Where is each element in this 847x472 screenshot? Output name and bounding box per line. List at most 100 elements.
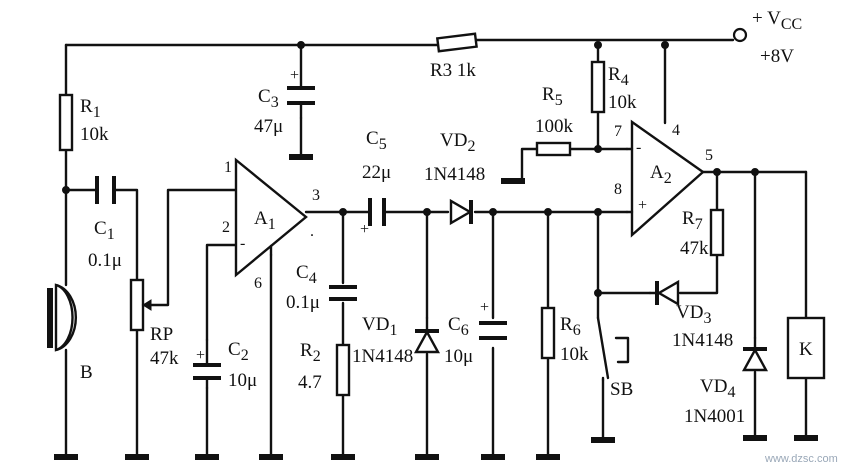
- vd3-ref: VD3: [676, 302, 711, 327]
- c6-ref: C6: [448, 314, 469, 339]
- vd3-value: 1N4148: [672, 330, 733, 351]
- junction-dot: [594, 41, 602, 49]
- plus-mark: +: [290, 67, 299, 84]
- resistor-r1: [58, 93, 74, 152]
- c2-value: 10μ: [228, 370, 257, 391]
- vcc-label: + VCC: [752, 8, 802, 33]
- junction-dot: [594, 145, 602, 153]
- c5-value: 22μ: [362, 162, 391, 183]
- plus-mark: +: [480, 299, 489, 316]
- a1-ref: A1: [254, 208, 276, 233]
- c4-ref: C4: [296, 262, 317, 287]
- rp-ref: RP: [150, 324, 173, 345]
- junction-dot: [594, 289, 602, 297]
- junction-dot: [594, 208, 602, 216]
- sb-ref: SB: [610, 379, 633, 400]
- resistor-r6: [540, 306, 556, 360]
- junction-dot: [751, 168, 759, 176]
- diode-vd3: [656, 279, 680, 307]
- ground-symbols: [54, 154, 818, 460]
- relay-ref: K: [799, 339, 813, 360]
- junction-dot: [661, 41, 669, 49]
- microphone-b: [47, 283, 78, 352]
- a1-pin6: 6: [254, 275, 262, 292]
- c3-value: 47μ: [254, 116, 283, 137]
- diode-vd2: [449, 198, 473, 226]
- r6-ref: R6: [560, 314, 581, 339]
- potentiometer-rp: [129, 278, 145, 332]
- a2-pin5: 5: [705, 147, 713, 164]
- a2-minus: -: [636, 139, 641, 156]
- a1-pin2: 2: [222, 219, 230, 236]
- resistor-r5: [535, 141, 572, 157]
- a2-pin8: 8: [614, 181, 622, 198]
- r4-ref: R4: [608, 64, 629, 89]
- r5-value: 100k: [535, 116, 574, 137]
- watermark: www.dzsc.com: [764, 453, 838, 465]
- r2-ref: R2: [300, 340, 321, 365]
- c1-ref: C1: [94, 218, 115, 243]
- r2-value: 4.7: [298, 372, 322, 393]
- junction-dot: [489, 208, 497, 216]
- junction-dot: [297, 41, 305, 49]
- a2-pin4: 4: [672, 122, 680, 139]
- c6-value: 10μ: [444, 346, 473, 367]
- diode-vd4: [741, 347, 769, 372]
- r4-value: 10k: [608, 92, 637, 113]
- a2-ref: A2: [650, 162, 672, 187]
- c3-ref: C3: [258, 86, 279, 111]
- r3-label: R3 1k: [430, 60, 476, 81]
- junction-dot: [544, 208, 552, 216]
- capacitors: [95, 86, 507, 390]
- diodes: [413, 198, 769, 372]
- junction-dot: [339, 208, 347, 216]
- r1-ref: R1: [80, 96, 101, 121]
- resistor-r2: [335, 343, 351, 397]
- r7-value: 47k: [680, 238, 709, 259]
- relay-coil: [786, 316, 826, 380]
- switch-sb: [596, 316, 630, 382]
- labels: R1 10k C1 0.1μ B RP 47k C2 10μ C3 47μ A1…: [80, 60, 813, 427]
- opamp-a2: [625, 119, 705, 238]
- opamp-a1: [234, 157, 308, 278]
- resistor-r7: [709, 208, 725, 257]
- r6-value: 10k: [560, 344, 589, 365]
- c1-value: 0.1μ: [88, 250, 122, 271]
- vcc-terminal: + VCC +8V: [732, 8, 802, 67]
- a1-minus: -: [240, 235, 245, 252]
- diode-vd1: [413, 329, 441, 354]
- polarity-marks: + + + + .: [196, 67, 489, 364]
- r7-ref: R7: [682, 208, 703, 233]
- a2-plus: +: [638, 197, 647, 214]
- resistor-r3: [435, 32, 478, 53]
- dot-mark: .: [310, 223, 314, 240]
- vcc-value: +8V: [760, 46, 794, 67]
- switch-contact: [596, 316, 610, 380]
- a2-pin7: 7: [614, 123, 622, 140]
- opamp-a2-triangle: [630, 119, 705, 238]
- a1-pin1: 1: [224, 159, 232, 176]
- r1-value: 10k: [80, 124, 109, 145]
- switch-actuator: [614, 336, 630, 364]
- plus-mark: +: [196, 347, 205, 364]
- vd4-value: 1N4001: [684, 406, 745, 427]
- c4-value: 0.1μ: [286, 292, 320, 313]
- vd1-value: 1N4148: [352, 346, 413, 367]
- vd2-ref: VD2: [440, 130, 475, 155]
- rp-value: 47k: [150, 348, 179, 369]
- plus-mark: +: [360, 221, 369, 238]
- a1-pin3: 3: [312, 187, 320, 204]
- c5-ref: C5: [366, 128, 387, 153]
- r5-ref: R5: [542, 84, 563, 109]
- resistors: [58, 32, 725, 397]
- vd1-ref: VD1: [362, 314, 397, 339]
- c2-ref: C2: [228, 339, 249, 364]
- wiper-arrow-icon: [142, 299, 152, 311]
- junctions: [62, 41, 759, 297]
- relay-k: [786, 316, 826, 380]
- junction-dot: [713, 168, 721, 176]
- mic-ref: B: [80, 362, 93, 383]
- resistor-r4: [590, 60, 606, 114]
- terminal-icon: [732, 27, 748, 43]
